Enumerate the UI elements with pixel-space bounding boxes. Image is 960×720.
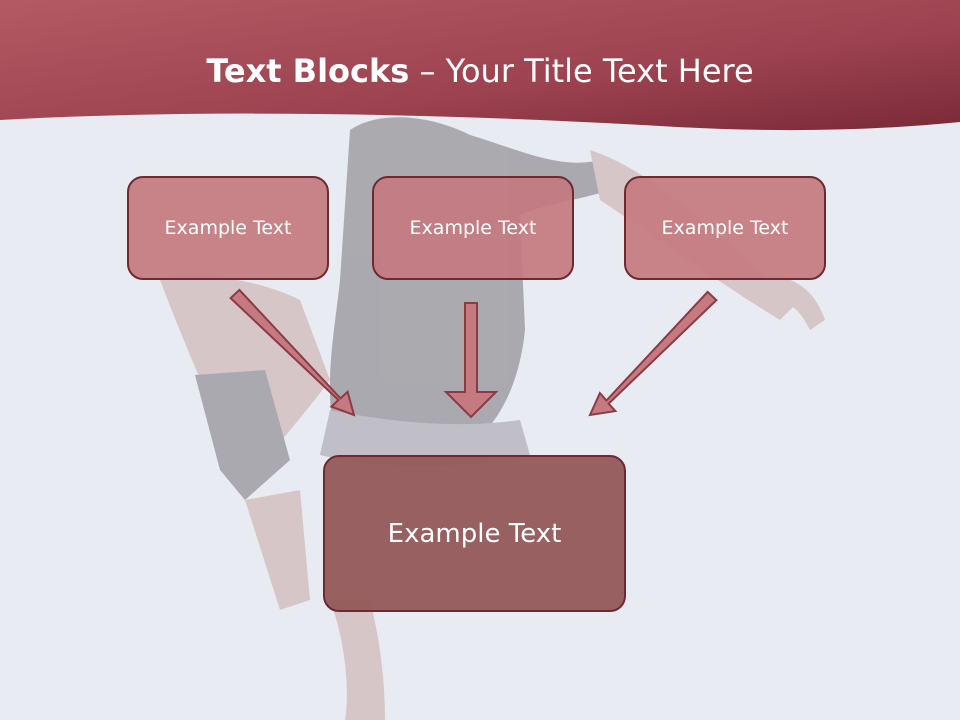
text-block-center[interactable]: Example Text — [372, 176, 574, 280]
text-block-right[interactable]: Example Text — [624, 176, 826, 280]
text-block-bottom[interactable]: Example Text — [323, 455, 626, 612]
slide-title: Text Blocks – Your Title Text Here — [0, 52, 960, 90]
title-bold-part: Text Blocks — [206, 52, 410, 90]
title-rest-part: – Your Title Text Here — [409, 52, 754, 90]
text-block-left[interactable]: Example Text — [127, 176, 329, 280]
header-band — [0, 0, 960, 131]
